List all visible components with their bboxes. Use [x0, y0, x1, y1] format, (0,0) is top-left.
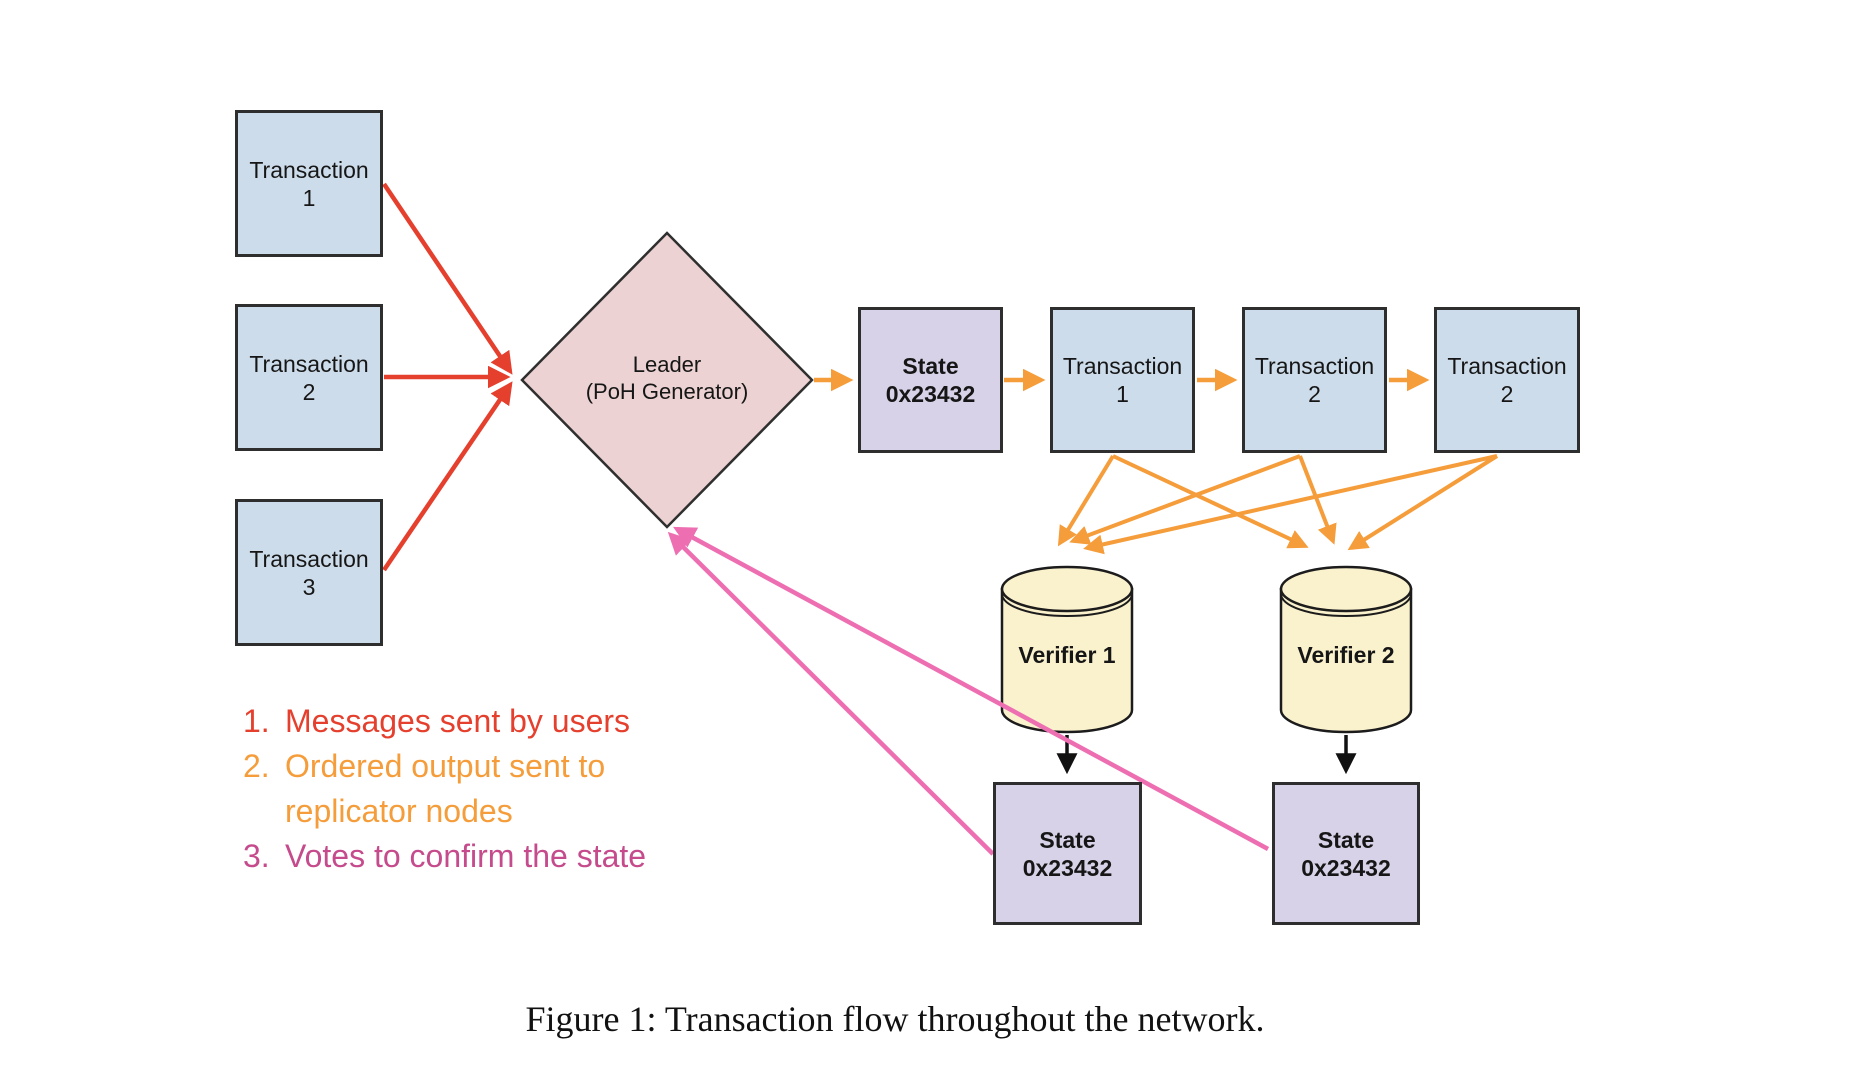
- legend-item-messages-number: 1.: [243, 703, 270, 739]
- arrow-chaintx3-to-verifier2: [1347, 454, 1499, 551]
- legend-item-votes: 3. Votes to confirm the state: [243, 834, 733, 879]
- user-transaction-2-box: Transaction 2: [235, 304, 383, 451]
- chain-transaction-2-label: Transaction: [1254, 353, 1375, 379]
- legend-item-ordered-output: 2. Ordered output sent to replicator nod…: [243, 744, 733, 834]
- user-transaction-3-box: Transaction 3: [235, 499, 383, 646]
- user-transaction-1-number: 1: [302, 184, 316, 211]
- chain-transaction-2-number: 2: [1308, 381, 1321, 407]
- arrow-chaintx1-to-verifier2: [1112, 454, 1309, 549]
- chain-transaction-3-label: Transaction: [1447, 353, 1567, 379]
- user-transaction-1-label: Transaction: [249, 156, 369, 183]
- user-transaction-3-label: Transaction: [249, 545, 369, 572]
- arrow-chaintx2-to-verifier1: [1069, 454, 1301, 545]
- chain-transaction-3-box: Transaction 2: [1434, 307, 1580, 453]
- legend: 1. Messages sent by users 2. Ordered out…: [243, 699, 733, 879]
- verifier1-state-box: State 0x23432: [993, 782, 1142, 925]
- legend-item-votes-number: 3.: [243, 838, 270, 874]
- legend-item-votes-text: Votes to confirm the state: [285, 838, 647, 874]
- user-transaction-2-number: 2: [302, 378, 316, 405]
- arrow-usertx1-to-leader: [382, 182, 513, 375]
- leader-title: Leader: [632, 352, 702, 377]
- arrow-chaintx1-to-verifier1: [1057, 454, 1115, 547]
- user-transaction-1-box: Transaction 1: [235, 110, 383, 257]
- legend-item-ordered-output-text: Ordered output sent to replicator nodes: [285, 748, 606, 829]
- verifier1-state-hash: 0x23432: [1022, 854, 1113, 881]
- arrow-usertx3-to-leader: [382, 381, 513, 572]
- chain-transaction-1-number: 1: [1116, 381, 1129, 407]
- verifier1-cylinder: [1000, 565, 1134, 734]
- verifier2-state-hash: 0x23432: [1301, 854, 1391, 881]
- chain-state-hash: 0x23432: [885, 381, 976, 407]
- chain-transaction-3-number: 2: [1500, 381, 1514, 407]
- legend-item-messages: 1. Messages sent by users: [243, 699, 733, 744]
- chain-transaction-1-box: Transaction 1: [1050, 307, 1195, 453]
- arrow-statev2-vote-to-leader: [673, 526, 1270, 851]
- leader-subtitle: (PoH Generator): [585, 379, 749, 404]
- verifier2-label: Verifier 2: [1297, 641, 1395, 668]
- verifier2-state-box: State 0x23432: [1272, 782, 1420, 925]
- arrow-statev1-vote-to-leader: [667, 531, 995, 856]
- chain-transaction-1-label: Transaction: [1062, 353, 1183, 379]
- user-transaction-3-number: 3: [302, 573, 316, 600]
- chain-state-box: State 0x23432: [858, 307, 1003, 453]
- leader-diamond: [520, 231, 814, 529]
- verifier1-label: Verifier 1: [1018, 641, 1116, 668]
- legend-item-ordered-output-number: 2.: [243, 748, 270, 784]
- chain-transaction-2-box: Transaction 2: [1242, 307, 1387, 453]
- chain-state-label: State: [902, 353, 959, 379]
- verifier1-state-label: State: [1039, 826, 1096, 853]
- figure-caption: Figure 1: Transaction flow throughout th…: [525, 999, 1265, 1039]
- verifier2-cylinder: [1279, 565, 1413, 734]
- leader-node-label: Leader (PoH Generator): [545, 351, 789, 405]
- verifier2-state-label: State: [1317, 826, 1375, 853]
- user-transaction-2-label: Transaction: [249, 350, 369, 377]
- arrow-chaintx3-to-verifier1: [1083, 454, 1498, 555]
- legend-item-messages-text: Messages sent by users: [285, 703, 631, 739]
